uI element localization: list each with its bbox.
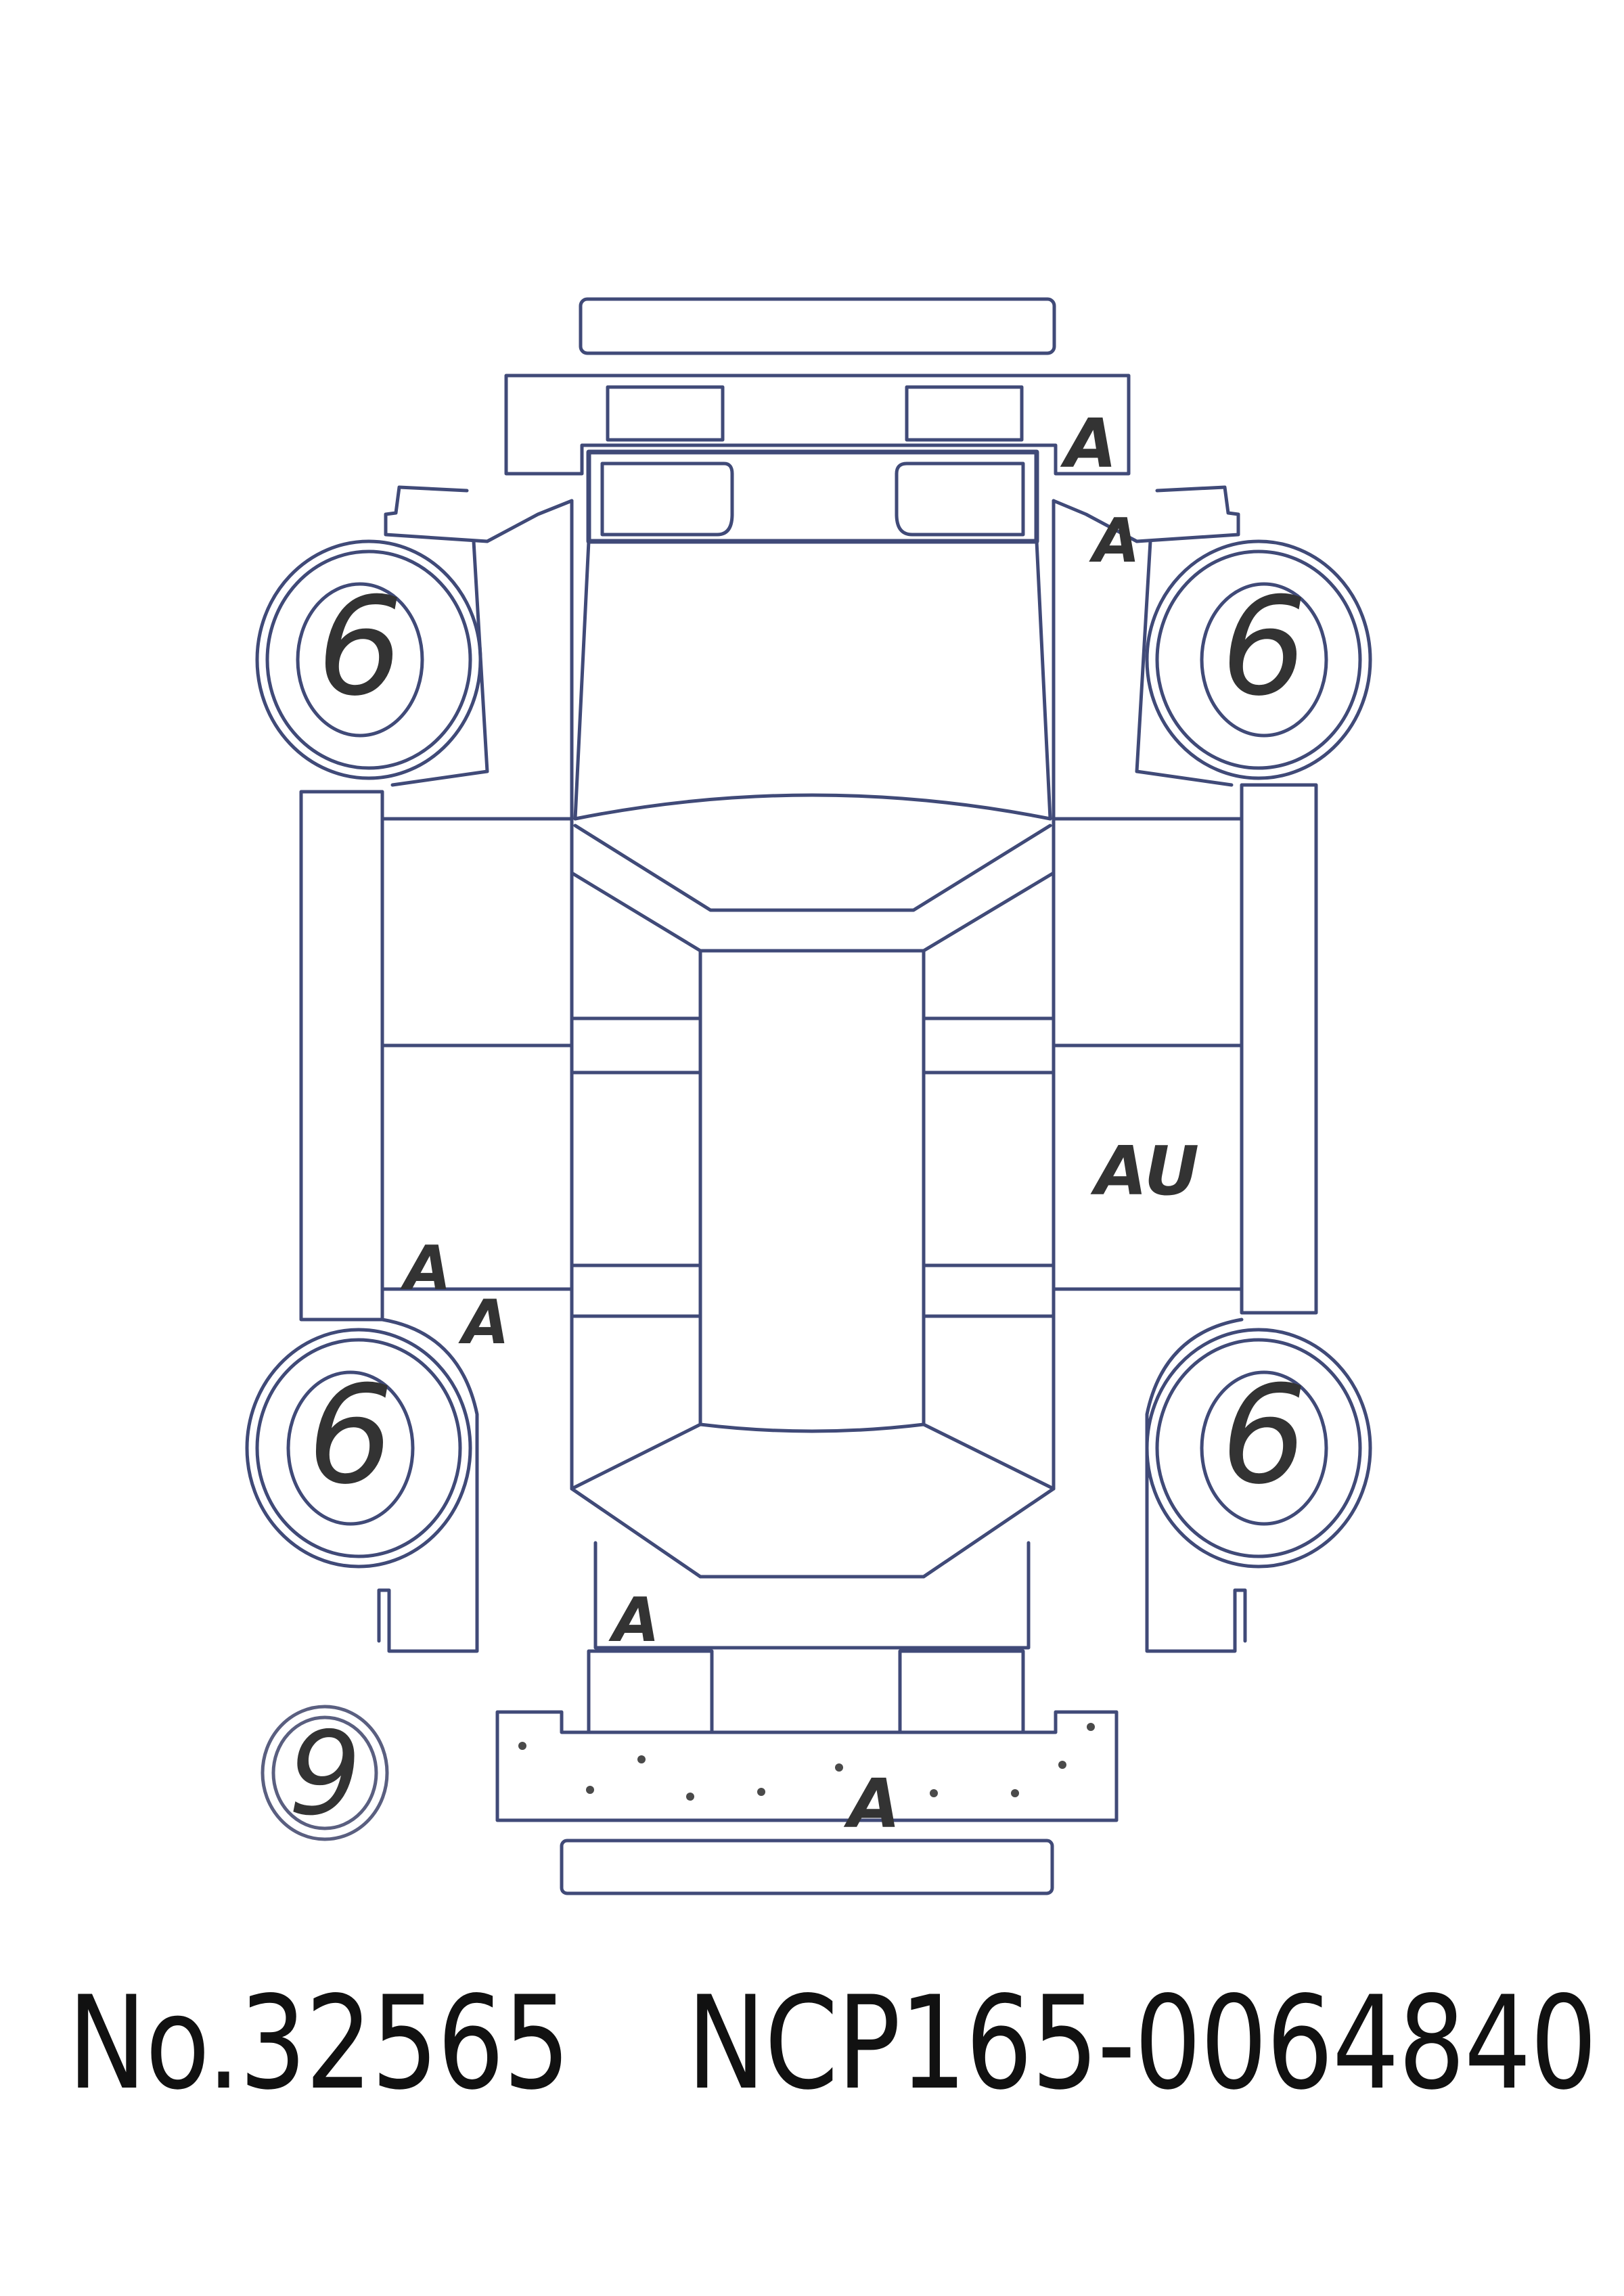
chassis-number: NCP165-0064840 bbox=[687, 1968, 1597, 2118]
damage-mark: A bbox=[843, 1764, 900, 1843]
left-fender-curve bbox=[390, 539, 489, 787]
rear-section bbox=[495, 1649, 1119, 1895]
hood-right-edge bbox=[1035, 539, 1052, 821]
roof bbox=[698, 949, 926, 1433]
cowl-line bbox=[573, 793, 1052, 821]
lot-number: No.32565 bbox=[68, 1968, 570, 2118]
damage-mark: A bbox=[458, 1287, 510, 1358]
damage-mark: AU bbox=[1090, 1131, 1199, 1211]
footer: No.32565 NCP165-0064840 bbox=[0, 1962, 1624, 2125]
wheel-rear-right bbox=[1145, 1328, 1372, 1569]
windshield bbox=[573, 824, 1052, 912]
front-section bbox=[504, 297, 1131, 544]
rear-bumper-bar bbox=[560, 1839, 1054, 1895]
tire-grade-rear-left: 6 bbox=[307, 1357, 393, 1514]
tire-grade-rear-right: 6 bbox=[1221, 1357, 1307, 1514]
spare-grade-badge: 9 bbox=[261, 1705, 389, 1841]
c-pillar-left bbox=[570, 1422, 702, 1491]
c-pillar-right bbox=[922, 1422, 1056, 1491]
right-side-panels bbox=[1052, 485, 1318, 1653]
tire-grade-front-left: 6 bbox=[317, 568, 403, 726]
front-headlamp-right bbox=[905, 385, 1024, 442]
front-panel bbox=[504, 374, 1131, 476]
tire-grade-front-right: 6 bbox=[1221, 568, 1307, 726]
front-lamp-inner-right bbox=[895, 462, 1025, 537]
right-door-area bbox=[1240, 783, 1318, 1315]
left-door-area bbox=[299, 790, 384, 1322]
right-fender-curve bbox=[1135, 539, 1234, 787]
front-hood-outline bbox=[586, 449, 1039, 544]
wheel-front-left bbox=[255, 539, 482, 780]
rear-deck bbox=[593, 1541, 1031, 1650]
a-pillar-right bbox=[922, 871, 1056, 953]
bumper-damage-dots bbox=[518, 1723, 1095, 1801]
right-rear-quarter bbox=[1145, 1318, 1247, 1653]
front-lamp-inner-left bbox=[600, 462, 734, 537]
front-headlamp-left bbox=[606, 385, 725, 442]
left-side-panels bbox=[299, 485, 574, 1653]
front-bumper-bar bbox=[579, 297, 1056, 355]
damage-mark: A bbox=[1089, 505, 1140, 577]
right-front-fender bbox=[1052, 485, 1240, 543]
rear-bumper bbox=[495, 1710, 1119, 1822]
left-rear-quarter bbox=[377, 1318, 479, 1653]
rear-lamp-right bbox=[898, 1649, 1025, 1734]
left-front-fender bbox=[384, 485, 574, 543]
wheel-front-right bbox=[1145, 539, 1372, 780]
wheel-rear-left bbox=[245, 1328, 472, 1569]
damage-mark: A bbox=[400, 1233, 451, 1304]
damage-mark: A bbox=[1060, 404, 1116, 483]
rear-window bbox=[570, 1487, 1056, 1579]
a-pillar-left bbox=[570, 871, 702, 953]
hood-left-edge bbox=[573, 539, 591, 821]
body-outline bbox=[570, 499, 1056, 1650]
rear-lamp-left bbox=[587, 1649, 714, 1734]
damage-mark: A bbox=[608, 1585, 660, 1656]
spare-grade-value: 9 bbox=[288, 1707, 361, 1841]
